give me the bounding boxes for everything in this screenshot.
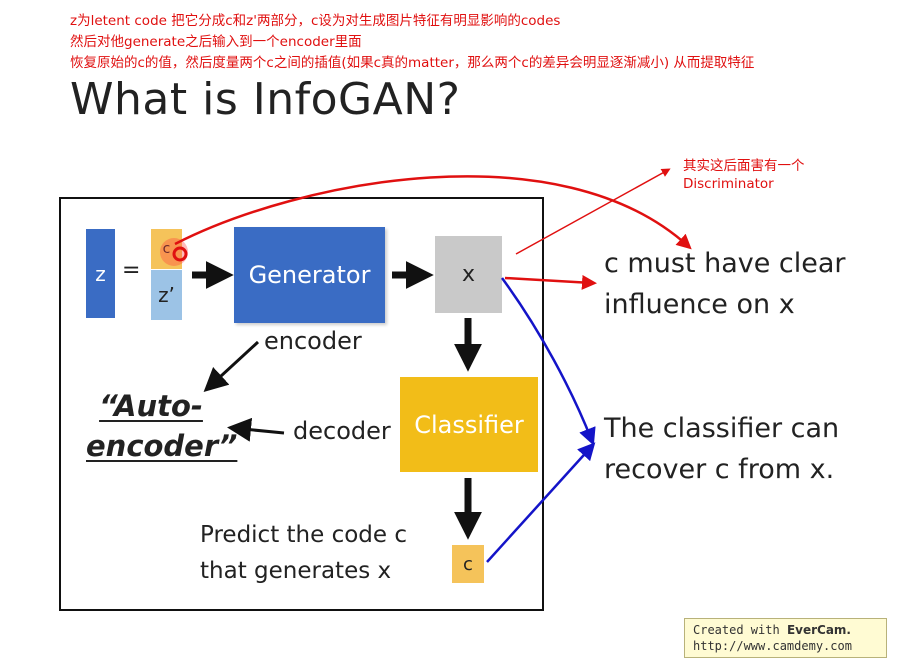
decoder-label: decoder — [293, 417, 391, 445]
watermark-brand: EverCam. — [786, 623, 851, 637]
z-prime-block: z’ — [151, 270, 182, 320]
autoencoder-label: “Auto- encoder” — [86, 386, 238, 466]
red-curve-c-to-text — [174, 175, 692, 250]
c-highlight-circle — [172, 246, 188, 262]
annotation-line-2: Discriminator — [683, 176, 774, 192]
red-arrow-x-to-text — [504, 274, 597, 290]
predict-text: Predict the code c that generates x — [200, 517, 407, 589]
z-block: z — [86, 229, 115, 318]
generator-block: Generator — [234, 227, 385, 323]
discriminator-annotation: 其实这后面害有一个 Discriminator — [683, 157, 805, 193]
red-arrow-discriminator — [515, 168, 671, 255]
arrow-decoder — [227, 417, 285, 442]
equals-sign: = — [122, 258, 141, 283]
note-line-1: z为letent code 把它分成c和z'两部分，c设为对生成图片特征有明显影… — [70, 13, 561, 29]
classifier-recover-text: The classifier can recover c from x. — [604, 408, 839, 490]
classifier-block: Classifier — [400, 377, 538, 472]
recover-line-1: The classifier can — [604, 413, 840, 444]
autoencoder-line-1: “Auto- — [99, 389, 203, 423]
recover-line-2: recover c from x. — [604, 454, 835, 485]
arrow-encoder — [203, 340, 260, 393]
note-line-2: 然后对他generate之后输入到一个encoder里面 — [70, 34, 362, 50]
predict-line-1: Predict the code c — [200, 522, 408, 548]
autoencoder-line-2: encoder” — [86, 429, 238, 463]
watermark-prefix: Created with — [693, 623, 780, 637]
clear-line-2: influence on x — [604, 289, 795, 320]
slide-title: What is InfoGAN? — [70, 74, 461, 125]
note-line-3: 恢复原始的c的值，然后度量两个c之间的插值(如果c真的matter，那么两个c的… — [70, 55, 755, 71]
encoder-label: encoder — [264, 327, 362, 355]
watermark-url: http://www.camdemy.com — [693, 639, 852, 653]
c-predicted-block: c — [452, 545, 484, 583]
clear-line-1: c must have clear — [604, 248, 846, 279]
predict-line-2: that generates x — [200, 558, 392, 584]
blue-arrow-c-to-recover — [486, 442, 596, 563]
blue-arrow-x-to-recover — [500, 277, 596, 446]
evercam-watermark: Created with EverCam. http://www.camdemy… — [684, 618, 887, 658]
clear-influence-text: c must have clear influence on x — [604, 243, 846, 325]
annotation-line-1: 其实这后面害有一个 — [683, 158, 805, 174]
x-output-block: x — [435, 236, 502, 313]
